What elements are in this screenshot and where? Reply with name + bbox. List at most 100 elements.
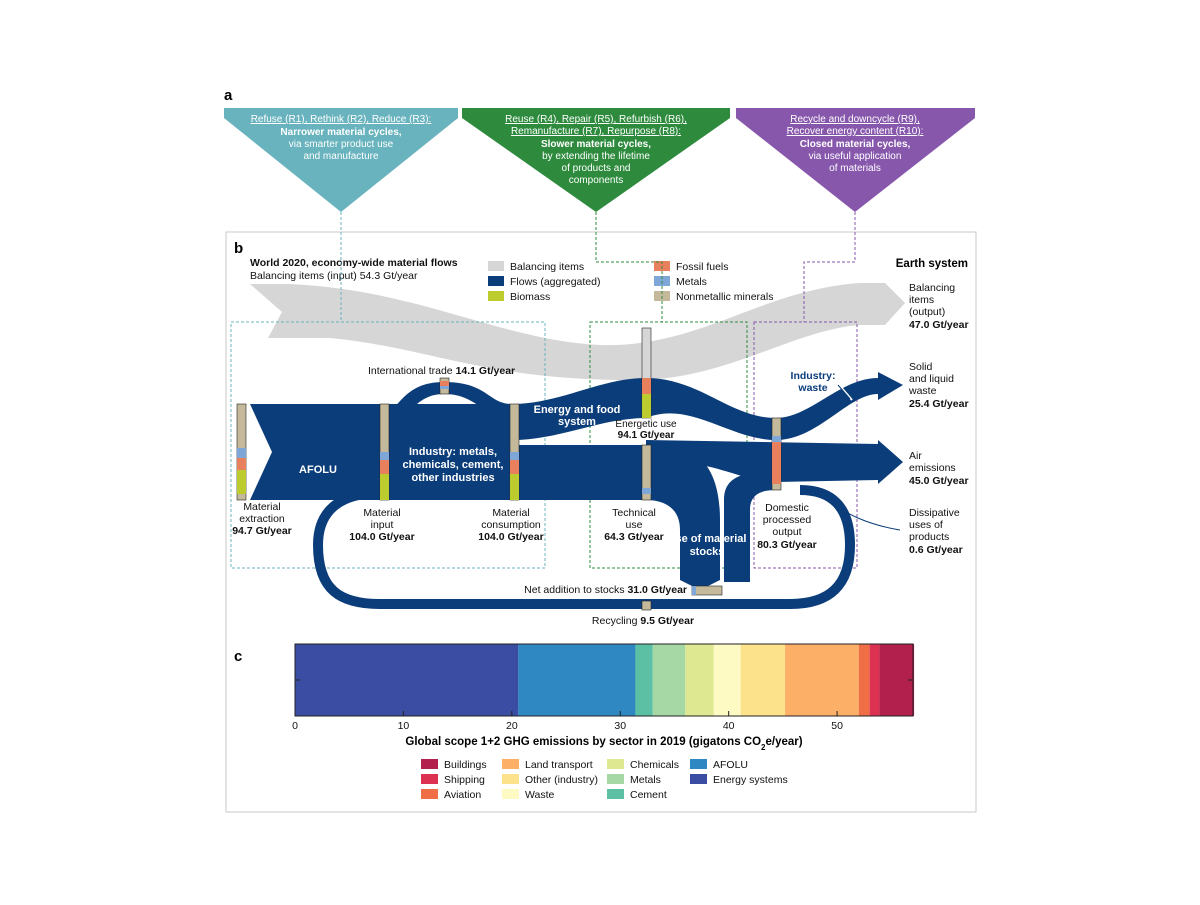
ghg-legend-label: Cement xyxy=(630,789,667,801)
flow-industry xyxy=(380,404,512,500)
ghg-legend-swatch xyxy=(607,774,624,784)
bar-material-consumption xyxy=(509,403,520,501)
ghg-legend-label: Energy systems xyxy=(713,774,788,786)
air-emissions-1: Air xyxy=(909,450,922,462)
strategy-narrower-title: Narrower material cycles, xyxy=(280,127,401,138)
input-label-2: input xyxy=(371,519,394,531)
ghg-stacked-bar xyxy=(294,643,915,717)
connector-closed xyxy=(803,212,856,322)
strategy-slower-title: Slower material cycles, xyxy=(541,139,651,150)
solid-waste-1: Solid xyxy=(909,361,933,373)
industry-waste-marker xyxy=(839,385,853,401)
strategy-narrower-desc2: and manufacture xyxy=(303,151,378,162)
ghg-legend-swatch xyxy=(607,789,624,799)
legend-swatch-flows xyxy=(488,276,504,286)
ghg-legend-label: Land transport xyxy=(525,759,593,771)
panel-label-c: c xyxy=(234,648,242,665)
ghg-legend-swatch xyxy=(421,789,438,799)
strategy-slower-desc1: by extending the lifetime xyxy=(542,151,650,162)
flow-solid-waste xyxy=(776,372,903,440)
input-label-1: Material xyxy=(363,507,400,519)
strategy-slower-desc3: components xyxy=(569,175,623,186)
extraction-value: 94.7 Gt/year xyxy=(232,525,292,537)
ghg-segment-metals xyxy=(652,644,686,716)
extraction-label-2: extraction xyxy=(239,513,285,525)
legend-label-biomass: Biomass xyxy=(510,291,550,303)
strategy-closed-desc2: of materials xyxy=(829,163,881,174)
strategy-narrower-desc1: via smarter product use xyxy=(289,139,394,150)
ghg-x-tick-label: 0 xyxy=(292,720,298,732)
solid-waste-2: and liquid xyxy=(909,373,954,385)
legend-label-flows: Flows (aggregated) xyxy=(510,276,600,288)
balancing-output-3: (output) xyxy=(909,306,945,318)
legend-label-metals: Metals xyxy=(676,276,707,288)
ghg-segment-land-transport xyxy=(785,644,859,716)
strategy-closed-title: Closed material cycles, xyxy=(800,139,911,150)
legend-label-fossil: Fossil fuels xyxy=(676,261,729,273)
ghg-segment-shipping xyxy=(869,644,880,716)
legend-swatch-biomass xyxy=(488,291,504,301)
balancing-output-value: 47.0 Gt/year xyxy=(909,319,969,331)
legend-swatch-balancing xyxy=(488,261,504,271)
dissipative-line xyxy=(799,487,901,531)
ghg-segment-other-industry xyxy=(740,644,786,716)
energy-food-label-1: Energy and food xyxy=(534,404,621,416)
ghg-legend-swatch xyxy=(421,759,438,769)
connector-slower xyxy=(595,212,663,322)
industry-label-3: other industries xyxy=(411,472,494,484)
strategy-narrower-shape xyxy=(224,108,458,212)
energetic-use-value: 94.1 Gt/year xyxy=(618,430,675,441)
earth-system-label: Earth system xyxy=(896,258,968,270)
flows-title: World 2020, economy-wide material flows xyxy=(250,257,458,269)
ghg-segment-cement xyxy=(635,644,653,716)
strategy-slower: Reuse (R4), Repair (R5), Refurbish (R6),… xyxy=(462,108,730,212)
ghg-x-tick-label: 30 xyxy=(614,720,626,732)
dissipative-3: products xyxy=(909,531,949,543)
strategy-closed: Recycle and downcycle (R9), Recover ener… xyxy=(736,108,975,212)
ghg-legend-swatch xyxy=(502,774,519,784)
flow-stocks-to-dpo xyxy=(724,470,776,582)
strategy-narrower-rs: Refuse (R1), Rethink (R2), Reduce (R3): xyxy=(251,114,432,125)
balancing-items-flow xyxy=(250,283,905,381)
strategy-closed-rs2: Recover energy content (R10): xyxy=(787,126,924,137)
energy-food-label-2: system xyxy=(558,416,596,428)
ghg-legend-label: AFOLU xyxy=(713,759,748,771)
legend-label-minerals: Nonmetallic minerals xyxy=(676,291,773,303)
bar-net-addition xyxy=(691,585,723,596)
ghg-legend-swatch xyxy=(690,759,707,769)
bar-material-input xyxy=(379,403,390,501)
strategy-narrower: Refuse (R1), Rethink (R2), Reduce (R3): … xyxy=(224,108,458,212)
bar-energetic-use xyxy=(641,327,652,419)
dpo-label-2: processed xyxy=(763,514,812,526)
consumption-value: 104.0 Gt/year xyxy=(478,531,543,543)
ghg-legend-swatch xyxy=(690,774,707,784)
flow-technical-branch xyxy=(512,445,646,500)
ghg-legend-swatch xyxy=(502,759,519,769)
ghg-legend-label: Metals xyxy=(630,774,661,786)
strategy-closed-rs1: Recycle and downcycle (R9), xyxy=(790,114,920,125)
ghg-segment-afolu xyxy=(518,644,636,716)
ghg-legend-swatch xyxy=(421,774,438,784)
flow-extraction xyxy=(250,404,380,500)
afolu-label: AFOLU xyxy=(299,464,337,476)
ghg-x-tick-label: 40 xyxy=(723,720,735,732)
strategy-slower-rs2: Remanufacture (R7), Repurpose (R8): xyxy=(511,126,681,137)
air-emissions-2: emissions xyxy=(909,462,956,474)
consumption-label-2: consumption xyxy=(481,519,541,531)
strategy-closed-shape xyxy=(736,108,975,212)
bar-trade xyxy=(439,377,450,395)
extraction-label-1: Material xyxy=(243,501,280,513)
legend-label-balancing: Balancing items xyxy=(510,261,584,273)
dissipative-value: 0.6 Gt/year xyxy=(909,544,963,556)
ghg-legend-label: Waste xyxy=(525,789,555,801)
bar-recycling xyxy=(641,600,652,611)
recycling-loop xyxy=(312,485,856,609)
ghg-x-tick-label: 50 xyxy=(831,720,843,732)
industry-label-1: Industry: metals, xyxy=(409,446,497,458)
bar-extraction xyxy=(236,403,247,501)
flow-international-trade xyxy=(380,382,512,424)
strategy-closed-desc1: via useful application xyxy=(809,151,902,162)
use-stocks-label-1: Use of material xyxy=(668,533,747,545)
